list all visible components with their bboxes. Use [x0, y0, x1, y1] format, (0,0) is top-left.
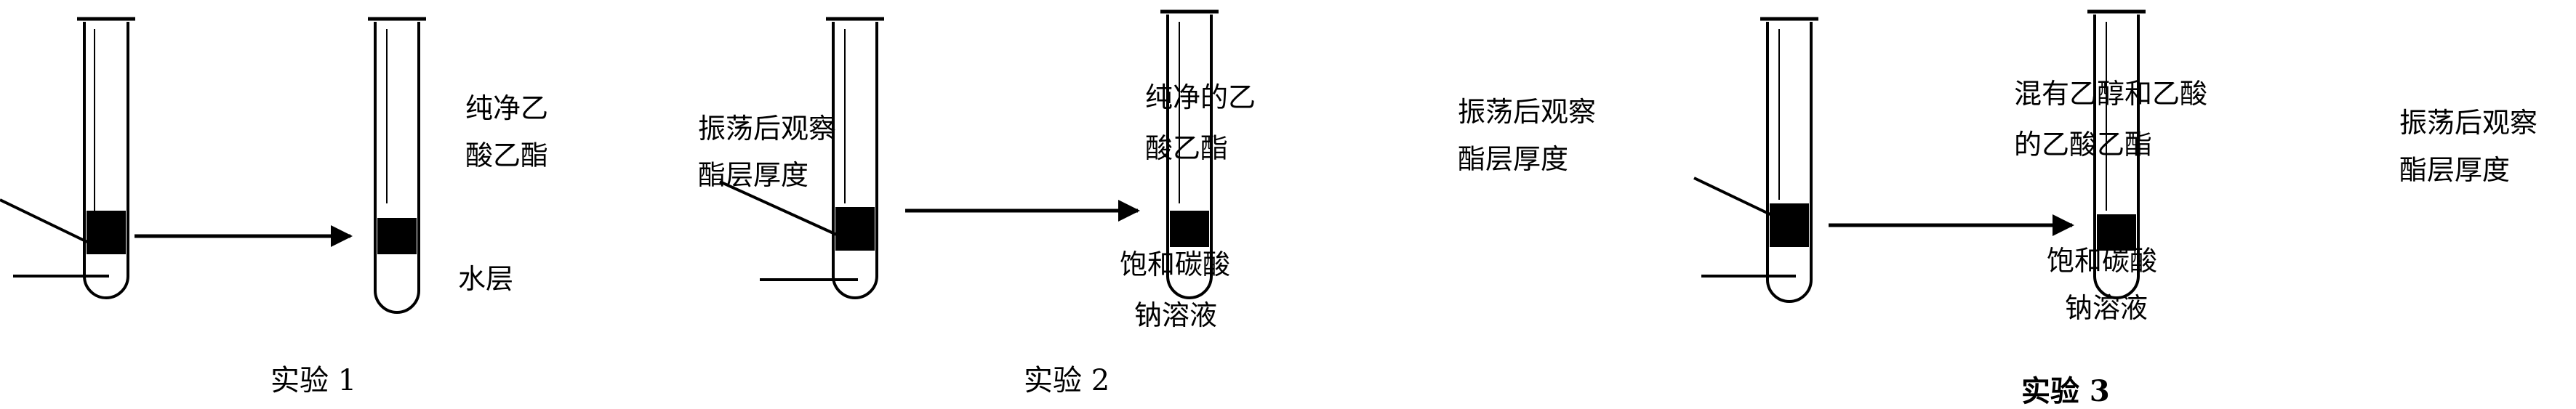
exp3-action-label-line1: 振荡后观察	[1458, 96, 1597, 128]
exp2-lower-label-line1: 饱和碳酸	[1120, 248, 1231, 280]
trailing-action-label-line1: 振荡后观察	[2399, 107, 2538, 139]
exp1-caption: 实验 1	[270, 364, 357, 397]
exp2-product-label-line1: 纯净的乙	[1145, 81, 1256, 113]
exp1-tube-after	[368, 17, 426, 314]
exp3-tube-after	[2087, 9, 2146, 299]
exp3-product-label-line2: 的乙酸乙酯	[2014, 129, 2153, 161]
exp1-tube-before	[0, 17, 135, 299]
exp1-product-label-line1: 纯净乙	[465, 92, 549, 124]
trailing-action-label-line2: 酯层厚度	[2399, 154, 2511, 186]
exp2-action-label-line1: 振荡后观察	[698, 113, 837, 145]
exp3-tube-before	[1693, 17, 1818, 303]
exp2-action-label-line2: 酯层厚度	[698, 159, 809, 191]
exp2-product-label-line2: 酸乙酯	[1145, 132, 1229, 164]
exp3-lower-label-line1: 饱和碳酸	[2047, 245, 2158, 277]
exp3-product-label-line1: 混有乙醇和乙酸	[2014, 78, 2208, 110]
exp2-tube-after	[1160, 9, 1219, 299]
exp1-product-label-line2: 酸乙酯	[465, 139, 549, 171]
exp3-action-label-line2: 酯层厚度	[1458, 143, 1569, 175]
exp3-lower-label-line2: 钠溶液	[2065, 292, 2148, 324]
exp2-tube-before	[719, 17, 884, 299]
exp2-caption: 实验 2	[1024, 364, 1110, 397]
exp2-lower-label-line2: 钠溶液	[1134, 299, 1218, 331]
exp1-lower-layer-label: 水层	[458, 263, 514, 295]
exp3-caption: 实验 3	[2021, 374, 2110, 408]
